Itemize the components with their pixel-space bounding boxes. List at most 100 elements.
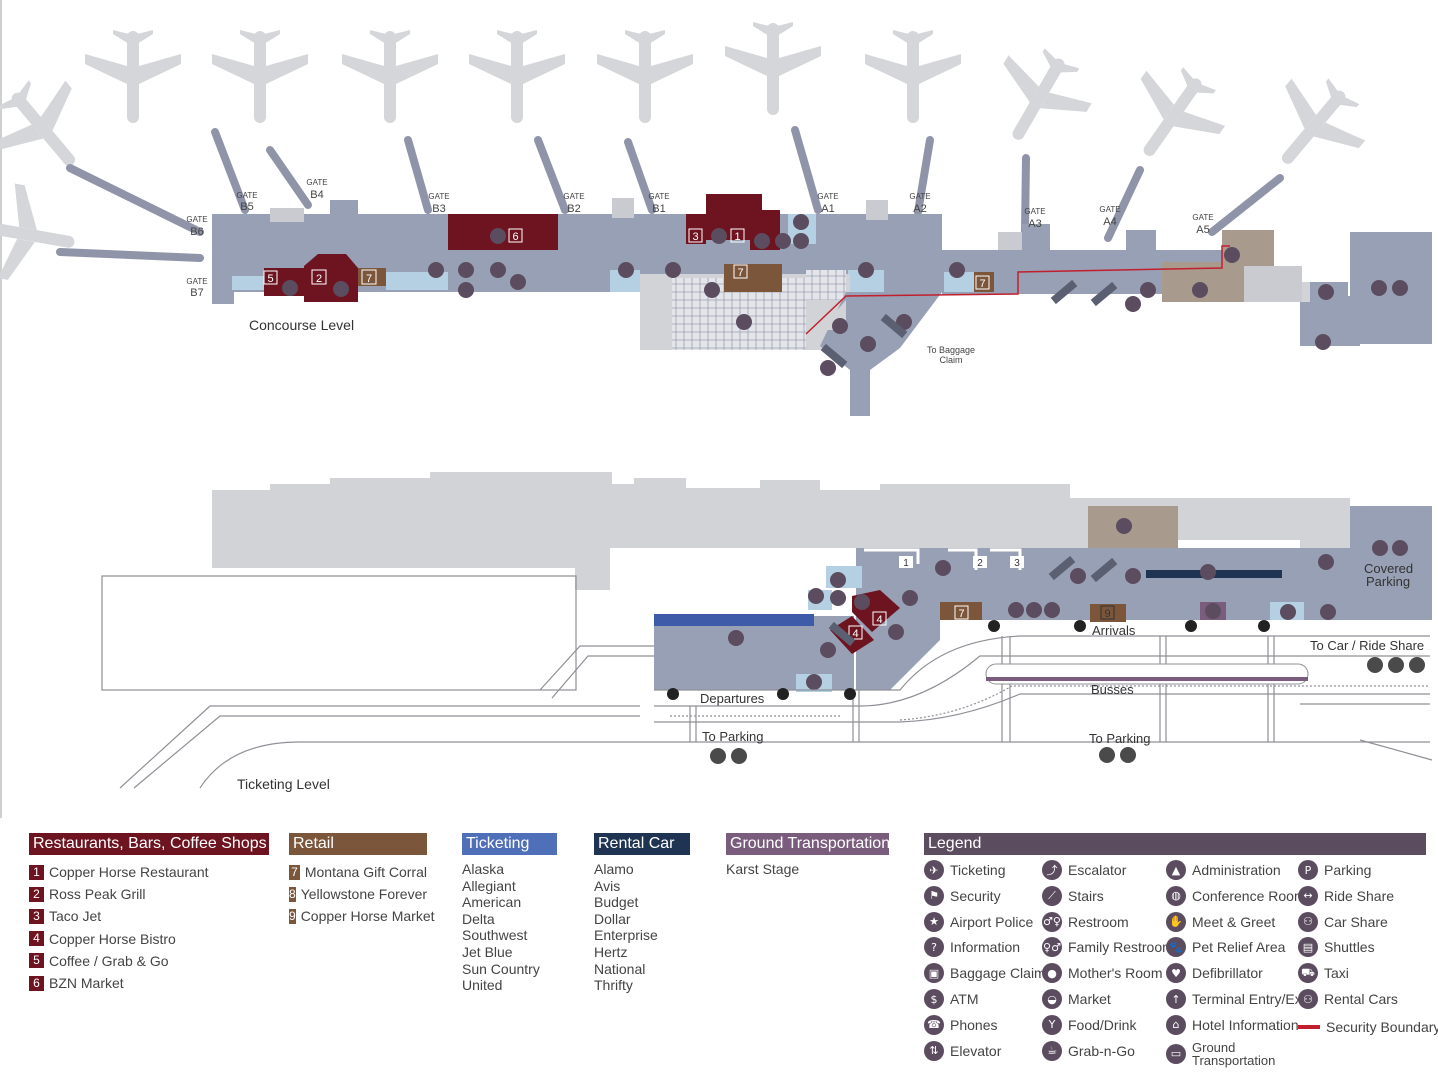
shuttle-icon: ▤ <box>1298 937 1318 958</box>
gate-b3-word: GATE <box>428 192 449 201</box>
gate-a4-word: GATE <box>1099 205 1120 214</box>
legend-item-label: Terminal Entry/Exit <box>1192 991 1309 1007</box>
legend-item: ?Information <box>924 937 1021 958</box>
covered-parking-label-1: Covered <box>1364 561 1413 576</box>
legend-item: ♥ Defibrillator <box>1166 963 1263 984</box>
parking-direction-icons <box>710 657 1425 764</box>
gate-b2-word: GATE <box>563 192 584 201</box>
legend-item: ↑Terminal Entry/Exit <box>1166 989 1309 1009</box>
ground-transportation-list: Karst Stage <box>726 861 889 878</box>
gate-b3-id: B3 <box>432 203 445 215</box>
legend-item-label: Conference Room <box>1192 887 1306 904</box>
rental_car-item: National <box>594 960 646 977</box>
legend-item: ◒Market <box>1042 989 1111 1009</box>
retail-item-name: Copper Horse Market <box>300 908 435 925</box>
marker-5: 5 <box>267 273 273 285</box>
stairs-icon: ⟋ <box>1042 885 1062 906</box>
legend-item-label: Security Boundary <box>1326 1018 1438 1035</box>
restaurants-item: 2 Ross Peak Grill <box>29 883 269 905</box>
rental_car-item: Avis <box>594 877 621 894</box>
ticketing-item: Delta <box>462 910 495 927</box>
security-boundary-line <box>1298 1024 1320 1029</box>
ticketing-item: United <box>462 977 503 994</box>
restaurants-number-badge: 2 <box>29 886 44 902</box>
gate-b5-word: GATE <box>236 191 257 200</box>
retail-number-badge: 9 <box>289 908 296 924</box>
gate-a3-word: GATE <box>1024 207 1045 216</box>
marker-2: 2 <box>316 273 322 285</box>
restaurants-item-name: Ross Peak Grill <box>49 886 146 903</box>
restaurants-number-badge: 5 <box>29 953 44 969</box>
marker-7-a: 7 <box>366 273 372 285</box>
gate-b1-id: B1 <box>652 203 665 215</box>
concourse-building <box>212 198 1432 416</box>
escalators <box>820 279 1118 369</box>
legend-item-label: Security <box>950 887 1001 904</box>
security-boundary-line <box>805 245 1230 335</box>
legend-item: ★ Airport Police <box>924 911 1034 932</box>
ticketing-building <box>212 472 1432 692</box>
mothers-room-icon: ● <box>1042 963 1062 984</box>
meet-greet-icon: ✋ <box>1166 911 1186 932</box>
departures-label: Departures <box>700 691 765 706</box>
ticketing-icon: ✈ <box>924 860 944 880</box>
rental_car-item: Thrifty <box>594 977 633 994</box>
restroom-icon: ♂♀ <box>1042 911 1062 932</box>
ground-transportation-category: Ground Transportation Karst Stage <box>726 833 890 878</box>
airport-map: 5 2 7 6 3 1 7 7 <box>0 0 1433 818</box>
legend-item-label: Ride Share <box>1324 887 1395 904</box>
legend-item-label: Pet Relief Area <box>1192 939 1286 956</box>
concourse-level-label: Concourse Level <box>249 317 354 333</box>
conference-room-icon: ◍ <box>1166 885 1186 906</box>
legend-item-label: Stairs <box>1068 887 1104 904</box>
legend-item-label: Airport Police <box>950 913 1034 930</box>
carousel-2: 2 <box>977 558 983 569</box>
gate-b6-id: B6 <box>190 226 203 238</box>
ticketing-header: Ticketing <box>462 833 557 855</box>
ticketing-item: Jet Blue <box>462 943 513 960</box>
carousel-3: 3 <box>1014 558 1020 569</box>
restaurants-item-name: Taco Jet <box>49 908 102 925</box>
legend-item-label: Food/Drink <box>1068 1016 1137 1033</box>
police-star-icon: ★ <box>924 911 944 932</box>
legend-item-label: Information <box>950 939 1021 956</box>
ticketing-item: Sun Country <box>462 960 540 977</box>
retail-item-name: Yellowstone Forever <box>300 886 428 903</box>
legend-item: ◍ Conference Room <box>1166 885 1306 906</box>
legend-item-label: Grab-n-Go <box>1068 1042 1135 1059</box>
legend-item: ▲Administration <box>1166 860 1281 880</box>
busses-label: Busses <box>1091 682 1134 697</box>
legend-item: ⚇Rental Cars <box>1298 989 1398 1009</box>
ticketing-escalators <box>828 555 1118 647</box>
legend-item-label: Escalator <box>1068 862 1127 878</box>
ticketing-item: Southwest <box>462 927 528 944</box>
gate-a2-word: GATE <box>909 192 930 201</box>
gate-a3-id: A3 <box>1028 218 1041 230</box>
restaurants-number-badge: 6 <box>29 975 44 991</box>
legend-item-label: Defibrillator <box>1192 965 1263 982</box>
legend-item: ⤴Escalator <box>1042 860 1126 880</box>
marker-1: 1 <box>734 231 740 243</box>
defibrillator-icon: ♥ <box>1166 963 1186 984</box>
to-car-ride-share-label: To Car / Ride Share <box>1310 638 1424 653</box>
food-drink-icon: Y <box>1042 1014 1062 1035</box>
rental_car-item: Hertz <box>594 943 628 960</box>
restaurants-item-name: Coffee / Grab & Go <box>49 952 169 969</box>
legend-item: ↔Ride Share <box>1298 885 1395 906</box>
ticketing-marker-4-b: 4 <box>852 628 858 640</box>
ticketing-item: Allegiant <box>462 877 516 894</box>
legend-item-label: Family Restroom <box>1068 939 1174 956</box>
phone-icon: ☎ <box>924 1014 944 1035</box>
legend-item: ✈Ticketing <box>924 860 1006 880</box>
legend-item-label: Elevator <box>950 1042 1002 1059</box>
ticketing-amenity-icons <box>728 518 1408 690</box>
ticketing-level-label: Ticketing Level <box>237 776 330 792</box>
